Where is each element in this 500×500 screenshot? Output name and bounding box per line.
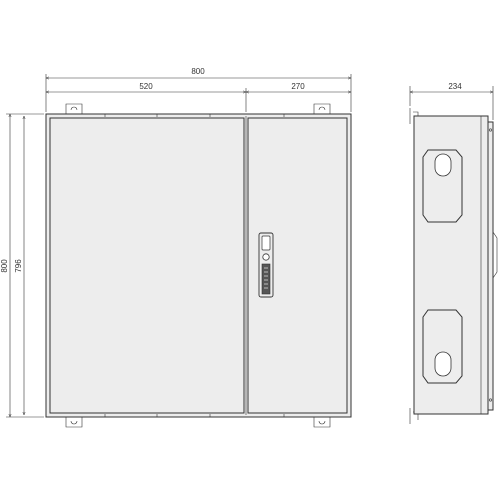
bottom-mounting-tabs (65, 417, 331, 428)
overall-width-label: 800 (191, 67, 205, 76)
left-door-width-label: 520 (139, 82, 153, 91)
overall-height-label: 800 (0, 259, 9, 273)
right-door-width-label: 270 (291, 82, 305, 91)
front-dimensions: 800 520 270 800 796 (0, 67, 352, 418)
side-view (409, 108, 498, 424)
front-view (45, 103, 352, 428)
left-door (49, 117, 245, 414)
top-mounting-tabs (65, 103, 331, 114)
upper-gland-plate (422, 149, 463, 223)
body-height-label: 796 (14, 259, 23, 273)
side-dimensions: 234 (409, 82, 494, 120)
lower-gland-plate (422, 309, 463, 384)
depth-label: 234 (448, 82, 462, 91)
door-handle (258, 232, 274, 298)
